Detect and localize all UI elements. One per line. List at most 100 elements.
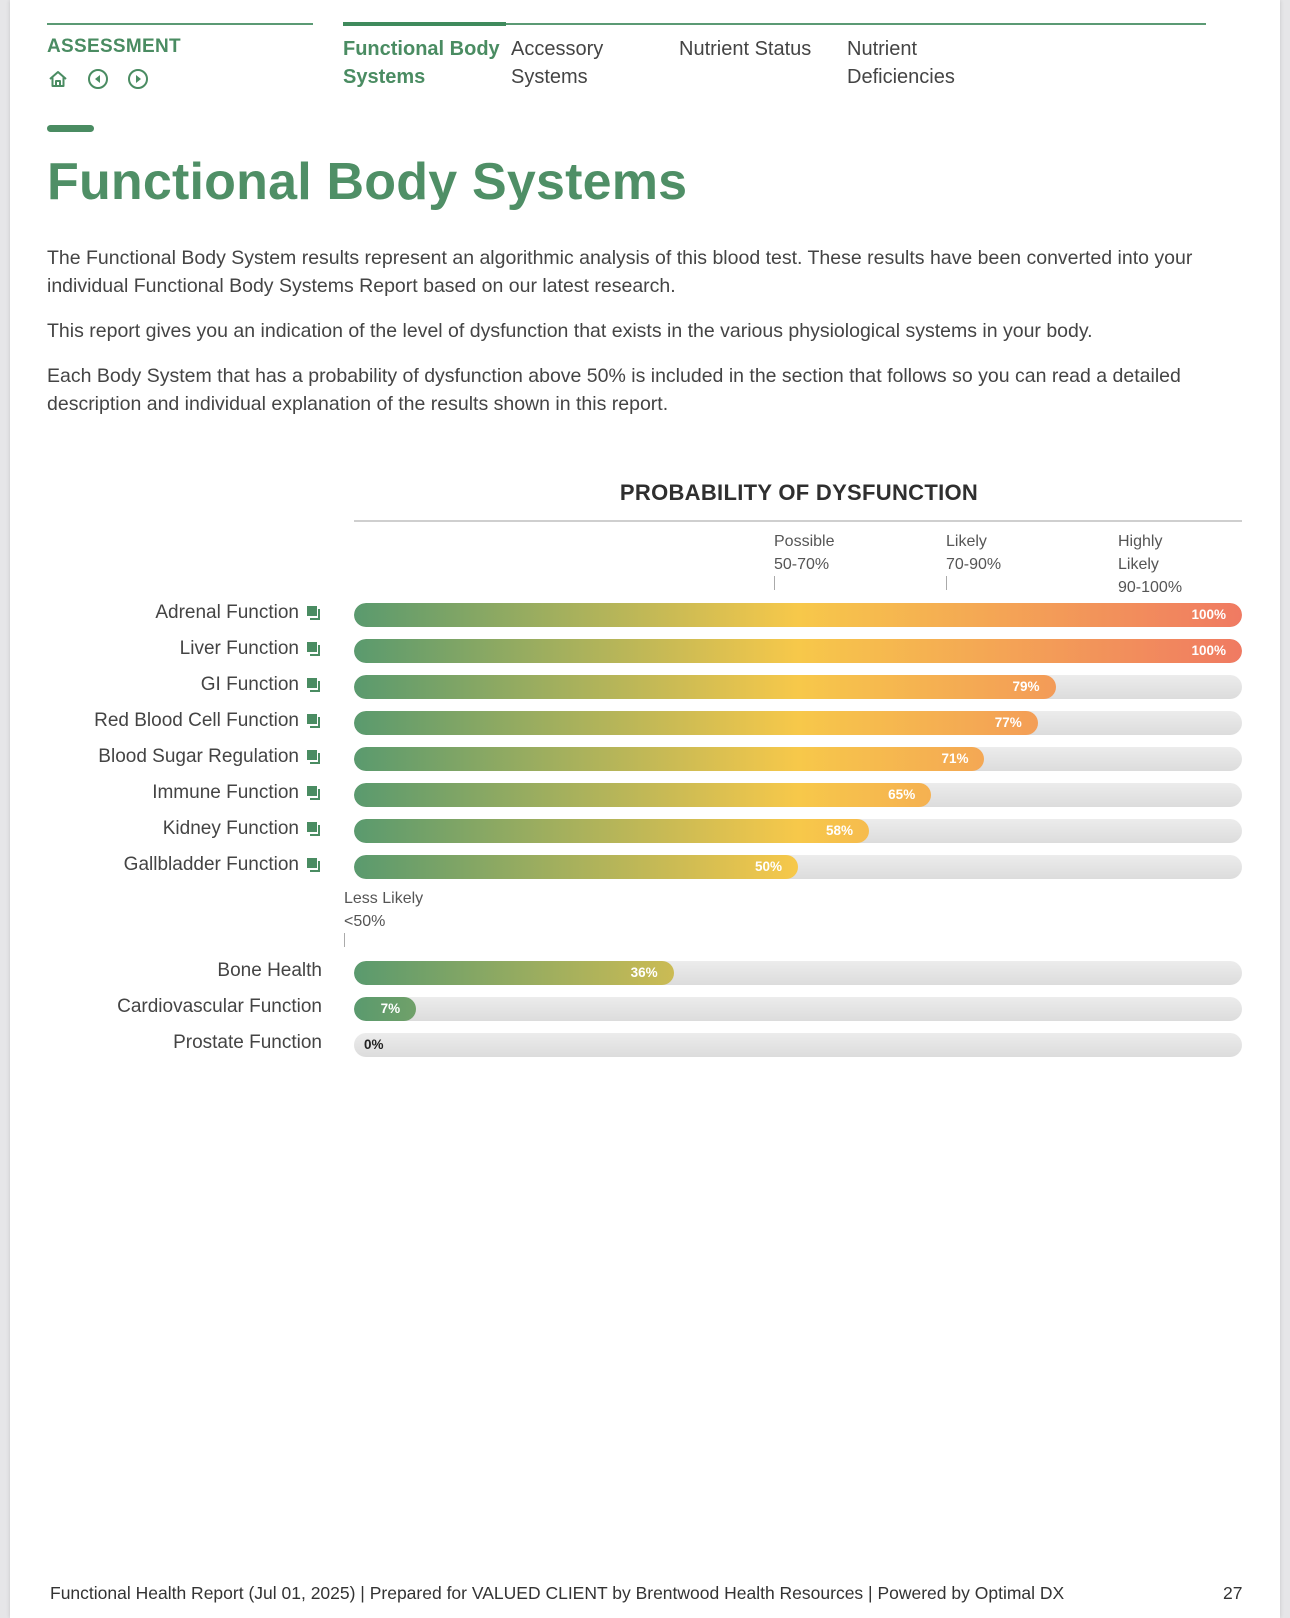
tab-nutrient-deficiencies[interactable]: Nutrient Deficiencies <box>847 35 955 91</box>
bar-track: 65% <box>354 783 1242 807</box>
details-link-icon[interactable] <box>306 605 322 621</box>
zone-label-text: Possible <box>774 533 835 550</box>
tab-nutrient-status[interactable]: Nutrient Status <box>679 35 811 63</box>
bar-fill <box>354 819 870 843</box>
tab-label: Deficiencies <box>847 66 955 88</box>
bar-track: 100% <box>354 603 1242 627</box>
bar-track: 79% <box>354 675 1242 699</box>
category-label: Kidney Function <box>162 818 299 839</box>
zone-tick <box>344 933 345 947</box>
zone-label-text: Likely <box>946 533 987 550</box>
bar-fill <box>354 675 1056 699</box>
bar-track: 100% <box>354 639 1242 663</box>
zone-tick <box>774 576 775 590</box>
zone-label-text: 70-90% <box>946 556 1002 573</box>
bar-row-label: Prostate Function <box>173 1032 322 1054</box>
details-link-icon[interactable] <box>306 749 322 765</box>
bar-fill <box>354 783 932 807</box>
bar-value-label: 71% <box>941 751 969 766</box>
category-label: Red Blood Cell Function <box>94 710 299 731</box>
category-label: Immune Function <box>152 782 299 803</box>
details-link-icon[interactable] <box>306 677 322 693</box>
details-link-icon[interactable] <box>306 785 322 801</box>
details-link-icon[interactable] <box>306 857 322 873</box>
bar-fill <box>354 711 1038 735</box>
tab-accessory-systems[interactable]: Accessory Systems <box>511 35 603 91</box>
bar-row-label: Red Blood Cell Function <box>94 710 322 732</box>
bar-row-label: Kidney Function <box>163 818 322 840</box>
zone-label-text: <50% <box>344 913 386 930</box>
intro-paragraph: Each Body System that has a probability … <box>47 365 1181 415</box>
bar-row-label: Blood Sugar Regulation <box>98 746 322 768</box>
chart-divider <box>354 520 1242 522</box>
zone-label-likely: Likely 70-90% <box>946 530 1001 590</box>
bar-row-label: Liver Function <box>180 638 322 660</box>
zone-tick <box>946 576 947 590</box>
header-rule <box>506 23 1206 25</box>
chart-title: PROBABILITY OF DYSFUNCTION <box>619 480 979 505</box>
report-page: ASSESSMENT Functional Body Systems Acces… <box>10 0 1280 1618</box>
zone-label-text: 50-70% <box>774 556 830 573</box>
header-rule <box>47 23 313 25</box>
bar-track: 77% <box>354 711 1242 735</box>
intro-paragraph: The Functional Body System results repre… <box>47 247 1193 297</box>
bar-fill <box>354 855 798 879</box>
page-number: 27 <box>1223 1583 1243 1603</box>
category-label: Liver Function <box>179 638 299 659</box>
bar-track: 71% <box>354 747 1242 771</box>
details-link-icon[interactable] <box>306 713 322 729</box>
bar-fill <box>354 747 985 771</box>
tab-label: Nutrient <box>847 38 918 60</box>
intro-paragraph: This report gives you an indication of t… <box>47 320 1093 342</box>
bar-value-label: 100% <box>1191 643 1226 658</box>
category-label: Cardiovascular Function <box>117 996 322 1017</box>
bar-fill <box>354 603 1242 627</box>
bar-fill <box>354 997 417 1021</box>
tab-label: Accessory <box>511 38 604 60</box>
bar-row-label: Immune Function <box>152 782 322 804</box>
bar-track: 0% <box>354 1033 1242 1057</box>
bar-value-label: 100% <box>1191 607 1226 622</box>
bar-row-label: Bone Health <box>217 960 322 982</box>
zone-label-possible: Possible 50-70% <box>774 530 834 590</box>
bar-fill <box>354 961 674 985</box>
tab-label: Systems <box>343 66 426 88</box>
tab-functional-body-systems[interactable]: Functional Body Systems <box>343 35 500 91</box>
bar-row-label: Adrenal Function <box>155 602 322 624</box>
bar-value-label: 65% <box>888 787 916 802</box>
footer-text: Functional Health Report (Jul 01, 2025) … <box>50 1583 1065 1603</box>
bar-value-label: 36% <box>630 965 658 980</box>
tab-label: Systems <box>511 66 588 88</box>
category-label: Gallbladder Function <box>123 854 299 875</box>
page-title: Functional Body Systems <box>47 153 688 211</box>
bar-value-label: 79% <box>1012 679 1040 694</box>
bar-track: 58% <box>354 819 1242 843</box>
bar-row-label: Gallbladder Function <box>124 854 322 876</box>
details-link-icon[interactable] <box>306 821 322 837</box>
bar-row-label: GI Function <box>201 674 322 696</box>
category-label: Adrenal Function <box>155 602 299 623</box>
tab-label: Functional Body <box>343 38 500 60</box>
zone-label-text: Likely <box>1118 556 1159 573</box>
details-link-icon[interactable] <box>306 641 322 657</box>
home-icon[interactable] <box>47 68 69 90</box>
title-accent-bar <box>47 125 94 132</box>
tab-label: Nutrient Status <box>679 38 812 60</box>
bar-track: 50% <box>354 855 1242 879</box>
previous-icon[interactable] <box>87 68 109 90</box>
section-title: ASSESSMENT <box>47 36 181 57</box>
bar-value-label: 7% <box>380 1001 401 1016</box>
bar-value-label: 0% <box>364 1037 384 1052</box>
bar-track: 36% <box>354 961 1242 985</box>
active-tab-indicator <box>343 22 506 26</box>
bar-value-label: 77% <box>994 715 1022 730</box>
zone-label-text: Less Likely <box>344 890 424 907</box>
zone-label-highly-likely: Highly Likely 90-100% <box>1118 530 1182 599</box>
category-label: GI Function <box>200 674 299 695</box>
zone-label-text: 90-100% <box>1118 579 1183 596</box>
category-label: Bone Health <box>217 960 322 981</box>
category-label: Prostate Function <box>173 1032 322 1053</box>
next-icon[interactable] <box>127 68 149 90</box>
zone-label-text: Highly <box>1118 533 1163 550</box>
bar-fill <box>354 639 1242 663</box>
